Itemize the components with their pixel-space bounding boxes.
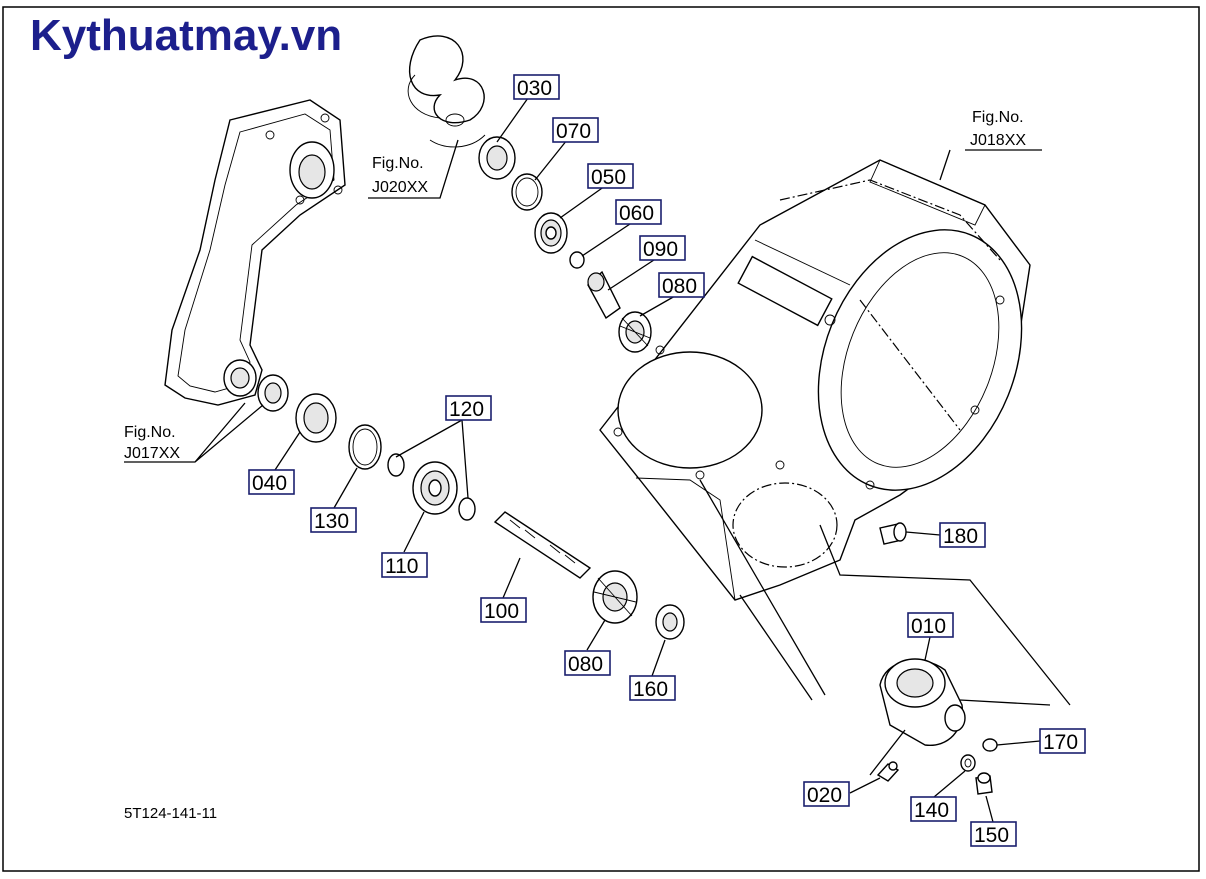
svg-text:030: 030 (517, 77, 552, 100)
part-040-oil-seal (295, 393, 337, 443)
part-150-bolt (975, 772, 993, 795)
svg-text:170: 170 (1043, 731, 1078, 754)
part-label-160[interactable]: 160 (629, 675, 676, 701)
part-120-ring-a (387, 453, 405, 477)
part-080-bevel-gear-upper (618, 311, 652, 353)
svg-text:160: 160 (633, 678, 668, 701)
fig-ref-number: J020XX (372, 179, 428, 196)
svg-text:080: 080 (568, 653, 603, 676)
part-label-050[interactable]: 050 (587, 163, 634, 189)
fig-ref-j018: Fig.No. J018XX (970, 109, 1026, 149)
fig-ref-label: Fig.No. (372, 155, 424, 172)
part-label-150[interactable]: 150 (970, 821, 1017, 847)
part-110-bearing (412, 461, 458, 515)
svg-text:020: 020 (807, 784, 842, 807)
svg-text:050: 050 (591, 166, 626, 189)
svg-text:040: 040 (252, 472, 287, 495)
left-transmission-housing (164, 99, 346, 406)
svg-text:090: 090 (643, 238, 678, 261)
part-060-ring (569, 251, 585, 269)
auger-assembly (407, 35, 486, 148)
svg-text:060: 060 (619, 202, 654, 225)
part-label-170[interactable]: 170 (1039, 728, 1086, 754)
svg-text:100: 100 (484, 600, 519, 623)
part-070-snap-ring (511, 173, 543, 211)
part-label-180[interactable]: 180 (939, 522, 986, 548)
svg-text:110: 110 (385, 555, 418, 578)
fig-ref-label: Fig.No. (124, 424, 176, 441)
part-170-plug (982, 738, 998, 752)
leader-lines (124, 97, 1071, 823)
fig-ref-j020: Fig.No. J020XX (372, 155, 428, 196)
part-130-snap-ring (348, 424, 382, 470)
part-010-gear-case (879, 658, 966, 746)
watermark: Kythuatmay.vn (30, 11, 342, 60)
svg-text:080: 080 (662, 275, 697, 298)
main-gear-housing (599, 159, 1031, 601)
part-label-060[interactable]: 060 (615, 199, 662, 225)
part-label-080-upper[interactable]: 080 (658, 272, 705, 298)
part-120-ring-b (458, 497, 476, 521)
part-label-020[interactable]: 020 (803, 781, 850, 807)
svg-text:180: 180 (943, 525, 978, 548)
part-020-grease-nipple (876, 761, 900, 782)
part-080-bevel-gear-lower (592, 570, 638, 624)
drawing-code: 5T124-141-11 (124, 805, 217, 822)
part-040-seal (257, 374, 289, 412)
part-label-030[interactable]: 030 (513, 74, 560, 100)
svg-text:130: 130 (314, 510, 349, 533)
part-label-040[interactable]: 040 (248, 469, 295, 495)
fig-ref-label: Fig.No. (972, 109, 1024, 126)
svg-text:010: 010 (911, 615, 946, 638)
svg-text:120: 120 (449, 398, 484, 421)
part-090-pinion-shaft (587, 270, 621, 320)
part-label-090[interactable]: 090 (639, 235, 686, 261)
sheet-border (2, 6, 1200, 872)
part-label-120[interactable]: 120 (445, 395, 492, 421)
fig-ref-j017: Fig.No. J017XX (124, 424, 180, 462)
fig-ref-number: J017XX (124, 445, 180, 462)
svg-text:070: 070 (556, 120, 591, 143)
part-label-140[interactable]: 140 (910, 796, 957, 822)
part-140-washer (960, 754, 976, 772)
svg-text:150: 150 (974, 824, 1009, 847)
part-label-080-lower[interactable]: 080 (564, 650, 611, 676)
part-050-bearing (534, 212, 568, 254)
part-160-bearing (655, 604, 685, 640)
part-180-plug (879, 522, 907, 545)
part-label-010[interactable]: 010 (907, 612, 954, 638)
part-label-070[interactable]: 070 (552, 117, 599, 143)
part-030-seal (478, 136, 516, 180)
part-100-shaft (493, 511, 592, 579)
part-label-100[interactable]: 100 (480, 597, 527, 623)
fig-ref-number: J018XX (970, 132, 1026, 149)
part-label-130[interactable]: 130 (310, 507, 357, 533)
part-label-110[interactable]: 110 (381, 552, 428, 578)
svg-text:140: 140 (914, 799, 949, 822)
